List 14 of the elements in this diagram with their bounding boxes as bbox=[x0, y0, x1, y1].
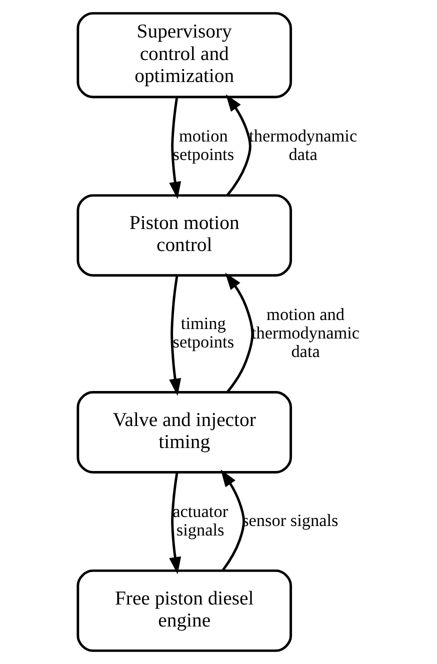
edge-label: thermodynamic data bbox=[249, 126, 358, 164]
arrow bbox=[225, 272, 254, 393]
edge-label: actuator signals bbox=[172, 502, 228, 540]
edge-label: timing setpoints bbox=[172, 314, 234, 352]
arrow bbox=[169, 472, 182, 574]
edge-label: motion setpoints bbox=[172, 126, 234, 164]
node-box: Valve and injector timing bbox=[76, 391, 292, 474]
node-box: Piston motion control bbox=[76, 194, 292, 277]
node-box: Supervisory control and optimization bbox=[76, 12, 292, 98]
arrow bbox=[220, 470, 245, 572]
arrow bbox=[169, 275, 182, 396]
arrow bbox=[169, 96, 182, 200]
node-box: Free piston diesel engine bbox=[76, 569, 292, 652]
arrow bbox=[226, 94, 252, 196]
